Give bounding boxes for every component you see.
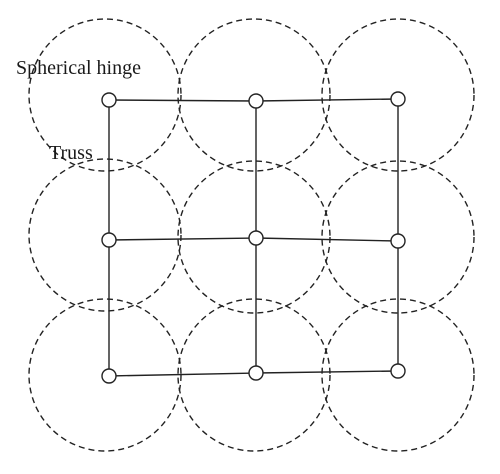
truss-members	[108, 98, 399, 377]
dashed-circle-r3-c2	[177, 298, 331, 452]
hinge-node-r3-c3	[390, 363, 406, 379]
hinge-node-r3-c2	[248, 365, 264, 381]
hinge-node-r2-c3	[390, 233, 406, 249]
truss-member-h-r3-b	[255, 370, 399, 374]
hinge-node-r2-c2	[248, 230, 264, 246]
dashed-circle-r1-c2	[177, 18, 331, 172]
dashed-circle-r2-c3	[321, 160, 475, 314]
truss-member-h-r1-a	[108, 99, 257, 102]
truss-member-h-r2-b	[255, 237, 399, 242]
truss-member-h-r1-b	[255, 98, 399, 102]
hinge-node-r3-c1	[101, 368, 117, 384]
dashed-circle-r2-c2	[177, 160, 331, 314]
spherical-hinge-label: Spherical hinge	[16, 57, 141, 79]
dashed-circle-r1-c1	[28, 18, 182, 172]
hinge-node-r1-c3	[390, 91, 406, 107]
dashed-circle-r2-c1	[28, 158, 182, 312]
truss-member-h-r3-a	[108, 372, 257, 377]
hinge-node-r1-c2	[248, 93, 264, 109]
dashed-circle-r1-c3	[321, 18, 475, 172]
hinge-nodes	[101, 91, 406, 384]
hinge-node-r2-c1	[101, 232, 117, 248]
truss-member-h-r2-a	[108, 237, 257, 241]
dashed-circle-r3-c3	[321, 298, 475, 452]
truss-label: Truss	[49, 142, 93, 164]
hinge-node-r1-c1	[101, 92, 117, 108]
